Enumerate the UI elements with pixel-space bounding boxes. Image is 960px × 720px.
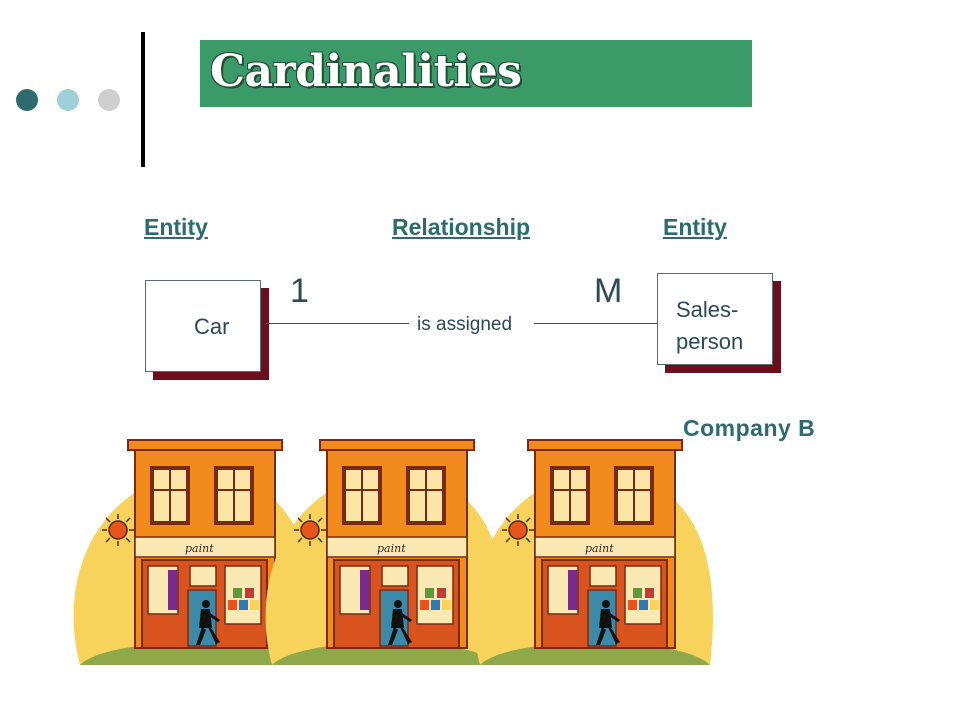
entity-label-salesperson-line2: person [676,329,744,354]
entity-box-salesperson: Sales- person [657,273,781,373]
entity-label-car: Car [194,314,230,339]
entity-face: Sales- person [657,273,773,365]
relationship-label: is assigned [417,314,513,335]
relationship-line-left [266,323,409,324]
entity-label-salesperson-line1: Sales- [676,297,739,322]
store-3 [471,438,715,667]
store-2 [263,438,507,667]
title-banner: Cardinalities [200,40,752,107]
decor-dot-1 [16,89,38,111]
entity-box-car: Car [145,280,269,380]
storefront-clipart: paint [71,438,715,667]
relationship-line-right [534,323,657,324]
decor-dot-2 [57,89,79,111]
header-entity-left: Entity [144,214,208,240]
slide-title: Cardinalities [210,46,522,97]
header-relationship: Relationship [392,214,531,240]
cardinality-one: 1 [290,272,309,310]
company-caption: Company B [683,415,816,441]
header-entity-right: Entity [663,214,727,240]
vertical-divider [141,32,145,167]
cardinality-many: M [594,272,623,310]
decor-dot-3 [98,89,120,111]
entity-face: Car [145,280,261,372]
